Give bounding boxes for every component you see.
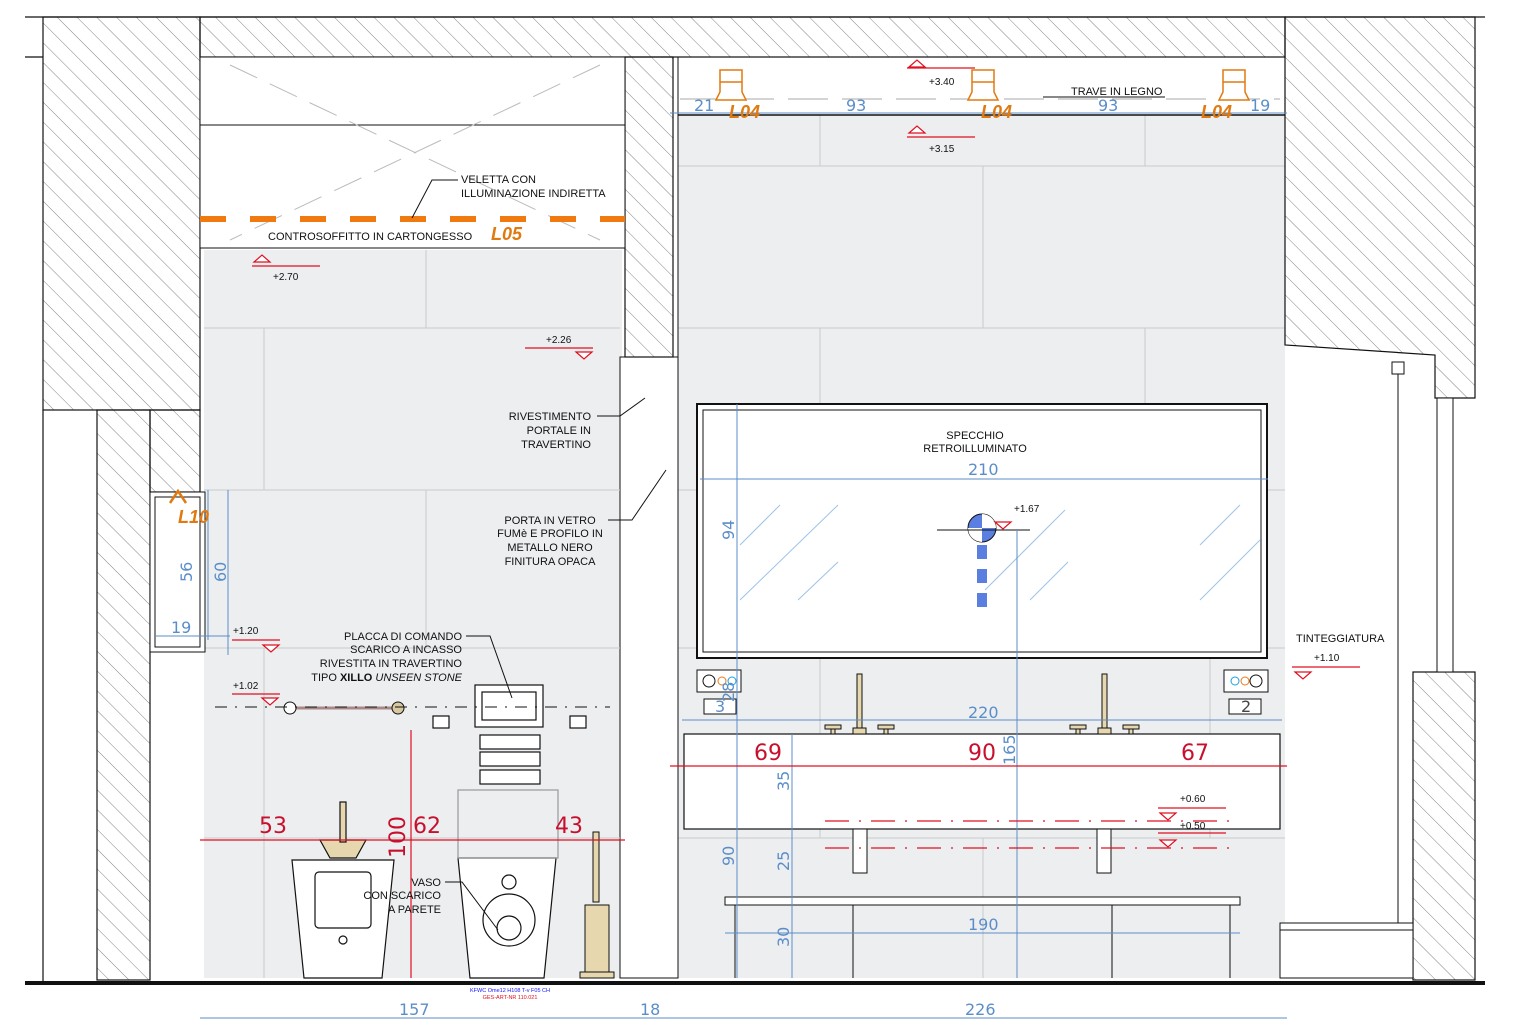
- ceiling-void: [199, 56, 626, 249]
- dim-90-red: 90: [968, 741, 996, 766]
- dim-43: 43: [555, 814, 583, 839]
- level-markers: [232, 59, 1360, 848]
- dim-60: 60: [211, 562, 230, 582]
- left-room-wall: [204, 250, 622, 978]
- backlit-mirror: [696, 403, 1268, 659]
- panel-tag-3: 3: [715, 697, 725, 716]
- faucets: [824, 673, 1140, 735]
- stamp-line-2: GES-ART-NR 110.021: [483, 995, 538, 1001]
- dim-190: 190: [968, 915, 999, 934]
- dim-53: 53: [259, 814, 287, 839]
- trave-label: TRAVE IN LEGNO: [1071, 86, 1163, 98]
- right-opening: [1279, 361, 1454, 979]
- vaso-label-1: VASO: [411, 877, 441, 889]
- dim-21: 21: [694, 96, 714, 115]
- rivestimento-label-2: PORTALE IN: [527, 425, 591, 437]
- dim-19: 19: [171, 618, 191, 637]
- level-226: +2.26: [546, 335, 572, 346]
- door-jamb: [619, 356, 679, 979]
- ceiling-lights-l04: [714, 69, 1251, 101]
- specchio-label-2: RETROILLUMINATO: [923, 443, 1027, 455]
- vaso-label-3: A PARETE: [388, 904, 441, 916]
- light-label-l04-3: L04: [1201, 102, 1232, 122]
- rivestimento-label-3: TRAVERTINO: [521, 439, 591, 451]
- dim-93-b: 93: [1098, 96, 1118, 115]
- level-060: +0.60: [1180, 794, 1206, 805]
- light-label-l04-2: L04: [981, 102, 1012, 122]
- level-315: +3.15: [929, 144, 955, 155]
- dim-19-top: 19: [1250, 96, 1270, 115]
- placca-label-2: SCARICO A INCASSO: [350, 644, 462, 656]
- level-270: +2.70: [273, 272, 299, 283]
- veletta-label-1: VELETTA CON: [461, 174, 536, 186]
- vanity-top: [683, 733, 1281, 874]
- l10-light-icon: [168, 488, 188, 504]
- wall-hung-toilet: [432, 684, 587, 979]
- dim-93-a: 93: [846, 96, 866, 115]
- specchio-label-1: SPECCHIO: [946, 430, 1004, 442]
- light-label-l05: L05: [491, 224, 523, 244]
- bidet: [291, 801, 395, 979]
- level-050: +0.50: [1180, 821, 1206, 832]
- level-120: +1.20: [233, 626, 259, 637]
- dim-62: 62: [413, 814, 441, 839]
- toilet-brush: [579, 831, 615, 979]
- porta-label-3: METALLO NERO: [507, 542, 593, 554]
- dim-165: 165: [1000, 734, 1019, 765]
- dim-90: 90: [719, 846, 738, 866]
- annotations: VELETTA CON ILLUMINAZIONE INDIRETTA CONT…: [171, 77, 1385, 1019]
- dim-67: 67: [1181, 741, 1209, 766]
- dim-28: 28: [719, 682, 738, 702]
- porta-label-1: PORTA IN VETRO: [504, 515, 596, 527]
- placca-type-label: TIPO XILLO UNSEEN STONE: [311, 672, 462, 684]
- dim-100: 100: [386, 816, 411, 858]
- wall-niche: [149, 491, 206, 653]
- light-label-l04-1: L04: [729, 102, 760, 122]
- level-110: +1.10: [1314, 653, 1340, 664]
- dim-35: 35: [774, 771, 793, 791]
- dim-56: 56: [177, 562, 196, 582]
- level-167: +1.67: [1014, 504, 1040, 515]
- placca-label-3: RIVESTITA IN TRAVERTINO: [320, 658, 463, 670]
- tinteggiatura-label: TINTEGGIATURA: [1296, 633, 1385, 645]
- structure-walls: [25, 16, 1485, 983]
- level-340: +3.40: [929, 77, 955, 88]
- stamp-line-1: KFWC Ome12 H108 T-v F05 CH: [470, 988, 550, 994]
- dim-30: 30: [774, 927, 793, 947]
- towel-bar: [283, 701, 405, 715]
- bench: [724, 896, 1241, 978]
- dim-18: 18: [640, 1000, 660, 1019]
- light-label-l10: L10: [178, 507, 209, 527]
- controsoffitto-label: CONTROSOFFITTO IN CARTONGESSO: [268, 231, 473, 243]
- placca-label-1: PLACCA DI COMANDO: [344, 631, 462, 643]
- veletta-label-2: ILLUMINAZIONE INDIRETTA: [461, 188, 606, 200]
- vaso-label-2: CON SCARICO: [363, 890, 441, 902]
- dim-226: 226: [965, 1000, 996, 1019]
- dim-69: 69: [754, 741, 782, 766]
- dimension-lines: [155, 404, 1287, 1019]
- dim-157: 157: [399, 1000, 430, 1019]
- level-102: +1.02: [233, 681, 259, 692]
- dim-25: 25: [774, 851, 793, 871]
- dim-94: 94: [719, 520, 738, 540]
- socket-panels: [696, 669, 1269, 715]
- rivestimento-label-1: RIVESTIMENTO: [509, 411, 592, 423]
- leader-lines: [411, 96, 1165, 931]
- dim-210: 210: [968, 460, 999, 479]
- porta-label-2: FUMè E PROFILO IN: [497, 528, 603, 540]
- panel-tag-2: 2: [1241, 697, 1251, 716]
- porta-label-4: FINITURA OPACA: [505, 556, 597, 568]
- dim-220: 220: [968, 703, 999, 722]
